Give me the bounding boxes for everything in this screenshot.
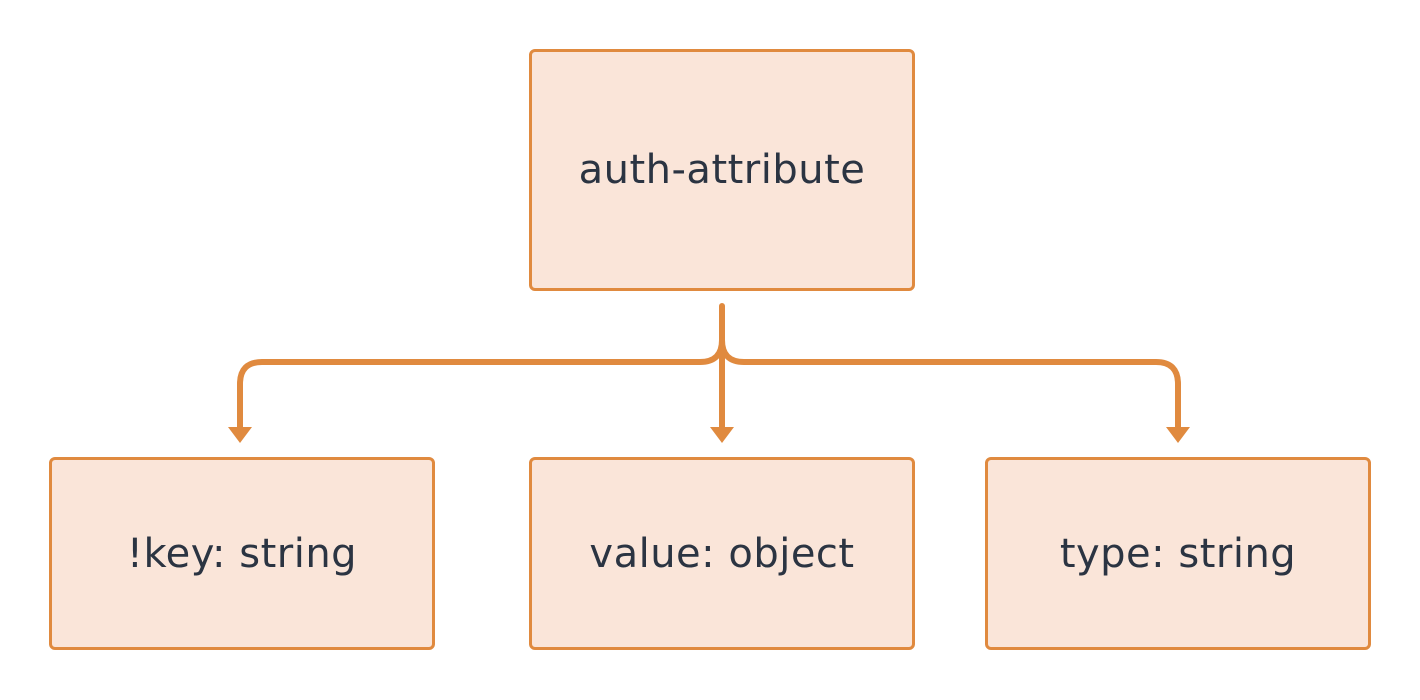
- connector-to-type: [719, 337, 1181, 431]
- node-label: !key: string: [126, 530, 358, 577]
- node-type: type: string: [985, 457, 1371, 650]
- node-key: !key: string: [49, 457, 435, 650]
- arrowhead-key: [228, 427, 252, 443]
- node-label: value: object: [589, 530, 855, 577]
- arrowhead-value: [710, 427, 734, 443]
- node-auth-attribute: auth-attribute: [529, 49, 915, 291]
- node-value: value: object: [529, 457, 915, 650]
- connector-to-key: [237, 337, 725, 431]
- node-label: auth-attribute: [578, 147, 866, 193]
- node-label: type: string: [1059, 530, 1297, 577]
- arrowhead-type: [1166, 427, 1190, 443]
